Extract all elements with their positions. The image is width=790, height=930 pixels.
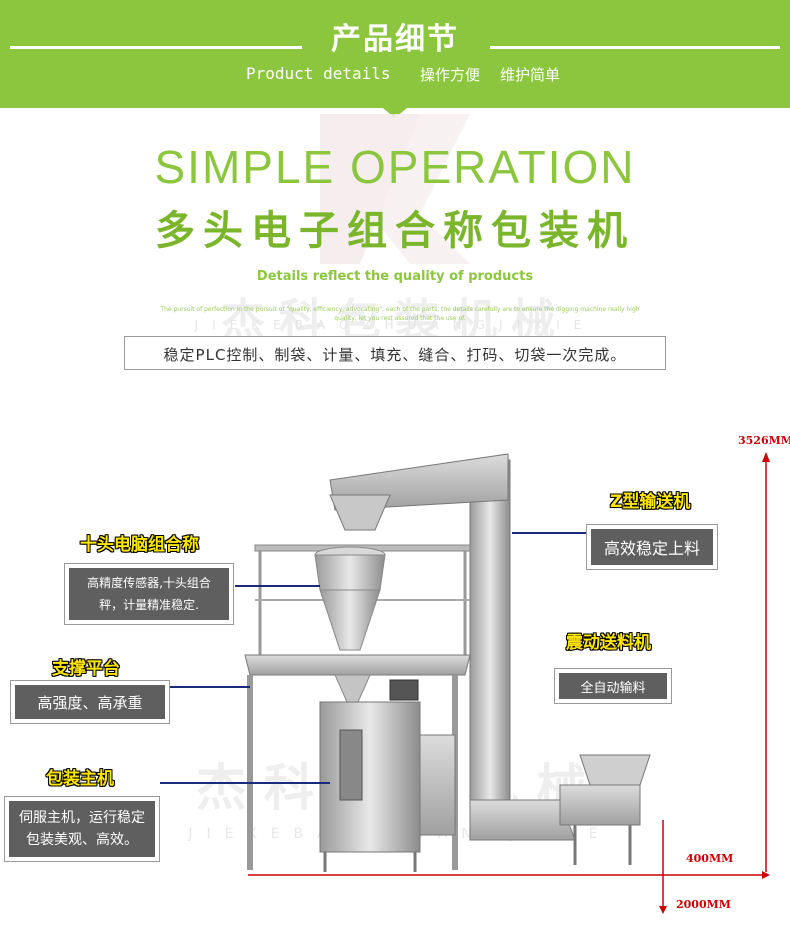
logo-watermark (320, 114, 470, 264)
packaging-machine-illustration (244, 453, 651, 872)
desc-main-machine: 伺服主机，运行稳定包装美观、高效。 (9, 801, 155, 857)
summary-text: 稳定PLC控制、制袋、计量、填充、缝合、打码、切袋一次完成。 (163, 346, 627, 364)
banner-title: 产品细节 (331, 22, 459, 57)
product-title: 多头电子组合称包装机 (155, 208, 635, 254)
label-feeder: 震动送料机 (566, 633, 651, 653)
desc-platform: 高强度、高承重 (15, 685, 165, 719)
details-text: The pursuit of perfection in the pursuit… (160, 306, 640, 322)
leader-main-machine (160, 782, 330, 784)
desc-conveyor: 高效稳定上料 (591, 529, 713, 565)
summary-box: 稳定PLC控制、制袋、计量、填充、缝合、打码、切袋一次完成。 (124, 336, 666, 370)
banner-subtitle-maintenance: 维护简单 (500, 66, 561, 84)
desc-box-platform: 高强度、高承重 (10, 680, 170, 724)
label-weigher: 十头电脑组合称 (80, 535, 199, 555)
desc-box-weigher: 高精度传感器,十头组合秤，计量精准稳定. (64, 563, 234, 625)
desc-weigher: 高精度传感器,十头组合秤，计量精准稳定. (69, 568, 229, 620)
label-main-machine: 包装主机 (46, 769, 114, 789)
banner-line-left (10, 46, 302, 49)
headline: SIMPLE OPERATION (154, 141, 636, 193)
desc-box-main-machine: 伺服主机，运行稳定包装美观、高效。 (4, 796, 160, 862)
desc-box-feeder: 全自动输料 (554, 668, 672, 704)
leader-weigher (235, 585, 320, 587)
label-platform: 支撑平台 (52, 659, 120, 679)
desc-feeder: 全自动输料 (559, 673, 667, 699)
desc-box-conveyor: 高效稳定上料 (586, 524, 718, 570)
banner-line-right (490, 46, 780, 49)
label-conveyor: Z型输送机 (610, 492, 691, 512)
company-watermark-pinyin: JIEKEBAOZHUANGJIXIE (194, 318, 596, 332)
dimension-length: 400MM (686, 852, 734, 865)
banner-subtitle-ease: 操作方便 (420, 66, 481, 84)
banner-subtitle-en: Product details (246, 64, 391, 83)
header-banner: 产品细节 Product details 操作方便 维护简单 (0, 0, 790, 108)
leader-conveyor (512, 532, 590, 534)
details-heading: Details reflect the quality of products (256, 269, 534, 284)
leader-platform (170, 686, 250, 688)
dimension-width: 2000MM (676, 898, 731, 911)
banner-notch (383, 108, 407, 118)
dimension-height: 3526MM (738, 434, 790, 447)
